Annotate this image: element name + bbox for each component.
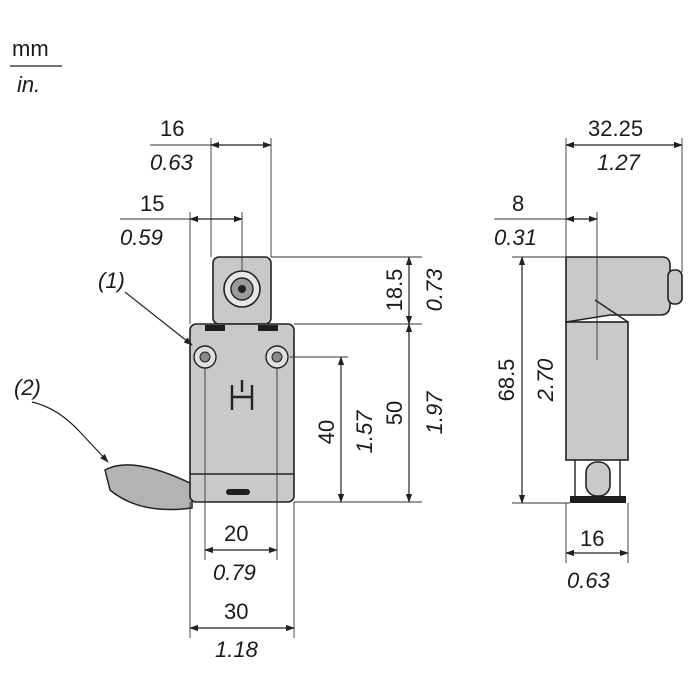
dim-pin-width-mm: 16 [160,116,184,141]
mount-hole-left-inner [199,351,211,363]
dim-depth-in: 1.27 [597,150,641,175]
dim-body-w-in: 1.18 [215,637,259,662]
dim-mount-v-in: 1.57 [352,410,377,454]
dim-depth-mm: 32.25 [588,116,643,141]
units-legend: mm in. [10,36,62,97]
dim-offset-mm: 15 [140,191,164,216]
actuator-center [238,285,246,293]
dim-side-bottom-mm: 16 [580,526,604,551]
side-head [565,256,671,323]
dim-head-mm: 18.5 [382,269,407,312]
unit-mm: mm [12,36,49,61]
callout-1: (1) [98,268,125,293]
switch-body [189,323,295,503]
dim-pin-width-in: 0.63 [150,150,194,175]
body-symbol [230,380,254,410]
side-view: 32.25 1.27 8 0.31 68.5 2.70 16 0.63 [494,116,683,593]
side-base [570,496,626,503]
dim-body-w-mm: 30 [224,599,248,624]
side-head-edge [594,299,629,323]
mount-hole-right-inner [271,351,283,363]
dim-mount-h-mm: 20 [224,521,248,546]
dim-mount-h-in: 0.79 [213,560,256,585]
dim-offset-in: 0.59 [120,225,163,250]
dim-body-in: 1.97 [422,391,447,435]
dim-head-in: 0.73 [422,268,447,312]
callout-1-leader [124,291,193,346]
body-slot-left [205,325,225,331]
body-slot-right [258,325,278,331]
unit-in: in. [17,72,40,97]
dim-height-in: 2.70 [533,358,558,403]
dim-body-mm: 50 [382,401,407,425]
callout-2-leader [31,401,109,463]
side-plunger [667,269,683,305]
cable [104,464,193,511]
dim-side-offset-in: 0.31 [494,225,537,250]
callout-2: (2) [14,375,41,400]
dim-height-mm: 68.5 [494,359,519,402]
dim-side-bottom-in: 0.63 [567,568,611,593]
front-view: (1) (2) 16 0.63 15 0.59 18.5 0.73 40 1.5… [14,116,447,662]
body-led [226,489,250,495]
side-cable-gland [585,461,611,497]
dim-side-offset-mm: 8 [512,191,524,216]
dim-mount-v-mm: 40 [314,420,339,444]
